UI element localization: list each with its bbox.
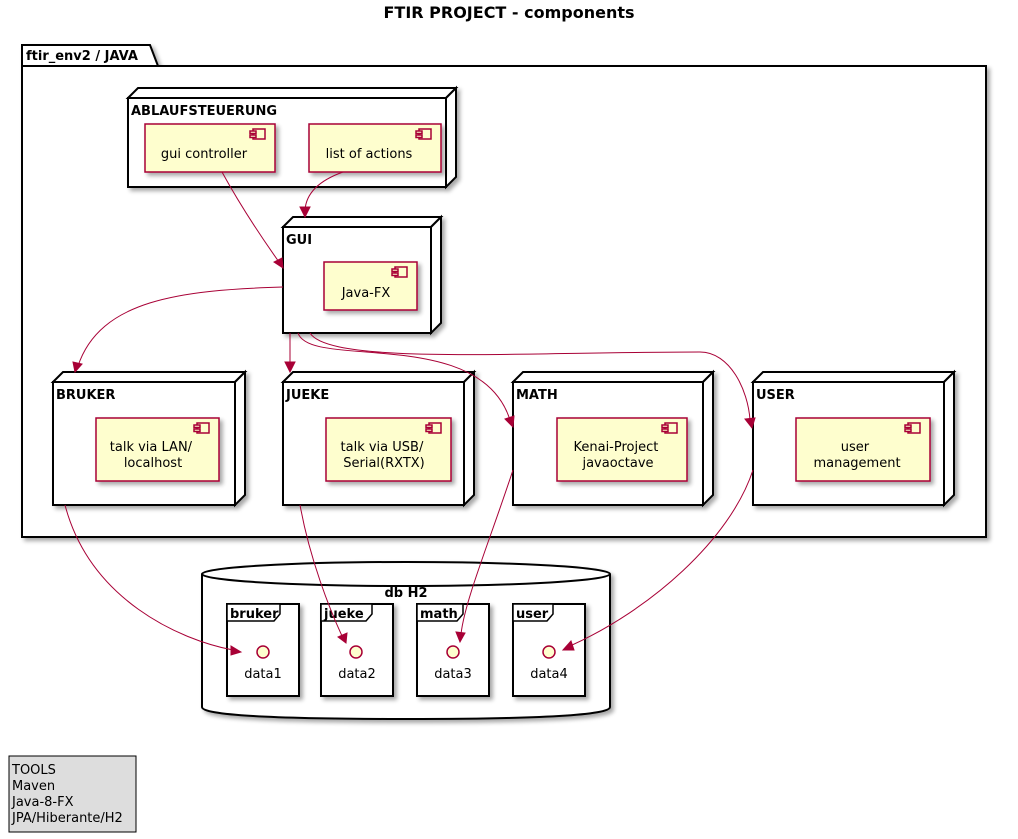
arrow-gui-controller-to-gui: [221, 171, 280, 263]
node-label-ablaufsteuerung: ABLAUFSTEUERUNG: [131, 104, 277, 119]
node-label-gui: GUI: [286, 233, 312, 248]
legend-box: [8, 755, 137, 833]
interface-label: data4: [530, 667, 568, 682]
component-icon: [415, 128, 432, 140]
interface-circle: [446, 645, 460, 659]
component-label: user management: [813, 440, 900, 471]
arrow-bruker-to-data1: [64, 504, 234, 651]
arrow-gui-to-user: [309, 332, 751, 421]
component-label: talk via USB/ Serial(RXTX): [341, 440, 428, 471]
arrow-head: [299, 206, 311, 219]
arrow-head: [504, 415, 515, 429]
frame-label: jueke: [323, 607, 364, 622]
arrow-list-of-actions-to-gui: [304, 171, 344, 211]
arrow-head: [744, 417, 756, 430]
component-kenai-project: [556, 417, 688, 482]
legend-line: JPA/Hiberante/H2: [11, 811, 123, 826]
component-label-line: Kenai-Project: [573, 440, 658, 455]
arrow-jueke-to-data2: [299, 504, 343, 637]
component-label-line: management: [813, 456, 900, 471]
database-label: db H2: [384, 586, 427, 601]
legend-line: TOOLS: [11, 763, 56, 778]
component-label: talk via LAN/ localhost: [110, 440, 196, 471]
node-label-user: USER: [756, 388, 795, 403]
arrow-math-to-data3: [460, 469, 514, 635]
arrow-head: [284, 361, 296, 374]
arrow-head: [230, 645, 243, 656]
legend-line: Java-8-FX: [11, 795, 74, 810]
component-label-line: talk via LAN/: [110, 440, 193, 455]
arrow-gui-to-math: [297, 332, 511, 421]
node-label-jueke: JUEKE: [285, 388, 329, 403]
arrow-head: [455, 631, 466, 644]
node-label-math: MATH: [516, 388, 558, 403]
component-icon: [904, 422, 921, 434]
interface-circle: [349, 645, 363, 659]
component-label: Java-FX: [341, 286, 391, 301]
frame-tab: [416, 603, 464, 622]
component-talk-via-usb: [325, 417, 452, 482]
arrow-gui-to-bruker: [77, 286, 284, 367]
interface-label: data2: [338, 667, 376, 682]
component-talk-via-lan: [95, 417, 220, 482]
arrow-head: [72, 361, 83, 374]
frame-tab: [512, 603, 554, 622]
arrow-head: [337, 632, 348, 644]
component-label: gui controller: [161, 147, 248, 162]
interface-label: data1: [244, 667, 282, 682]
interface-circle: [542, 645, 556, 659]
arrow-head: [273, 257, 284, 270]
component-icon: [391, 266, 408, 278]
component-java-fx: [323, 261, 418, 311]
component-label-line: Serial(RXTX): [343, 456, 425, 471]
component-icon: [425, 422, 442, 434]
component-gui-controller: [144, 123, 276, 173]
component-icon: [193, 422, 210, 434]
component-label-line: localhost: [124, 456, 182, 471]
frame-tab: [226, 603, 281, 622]
diagram-title: FTIR PROJECT - components: [383, 3, 634, 22]
package-label: ftir_env2 / JAVA: [26, 49, 138, 64]
component-icon: [249, 128, 266, 140]
arrow-head: [561, 640, 575, 651]
arrow-user-to-data4: [569, 469, 754, 647]
component-icon: [661, 422, 678, 434]
component-label-line: user: [841, 440, 870, 455]
legend: TOOLS Maven Java-8-FX JPA/Hiberante/H2: [11, 763, 123, 826]
frame-label: math: [420, 607, 458, 622]
component-user-management: [795, 417, 931, 482]
component-list-of-actions: [308, 123, 442, 173]
frame-label: bruker: [230, 607, 279, 622]
interface-circle: [256, 645, 270, 659]
interface-label: data3: [434, 667, 472, 682]
database-db-h2: [201, 561, 611, 721]
component-label: list of actions: [326, 147, 413, 162]
legend-line: Maven: [12, 779, 55, 794]
component-label: Kenai-Project javaoctave: [573, 440, 662, 471]
frame-label: user: [516, 607, 549, 622]
component-label-line: javaoctave: [581, 456, 653, 471]
component-label-line: talk via USB/: [341, 440, 424, 455]
node-label-bruker: BRUKER: [56, 388, 115, 403]
